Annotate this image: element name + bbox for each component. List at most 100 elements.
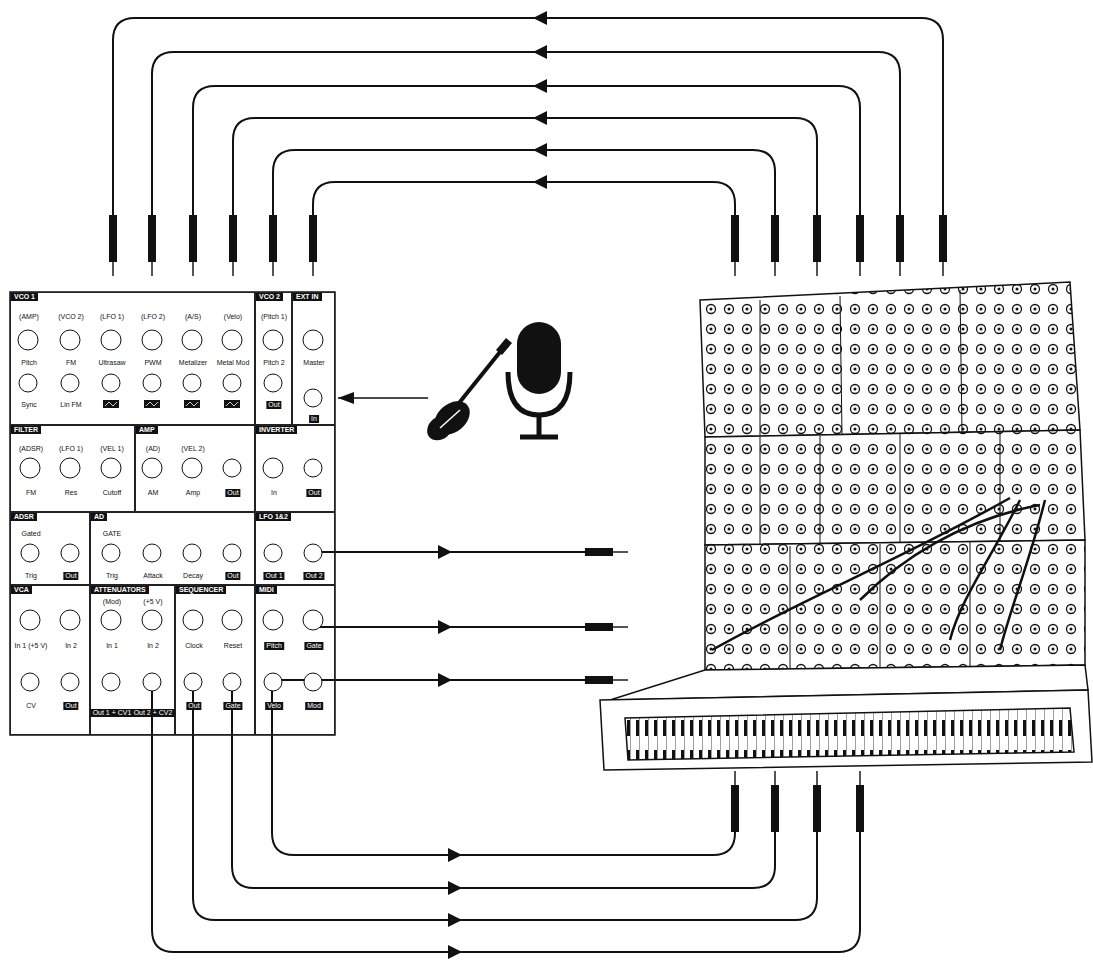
arrow-head xyxy=(533,175,547,189)
plug-tip xyxy=(151,262,153,276)
knob xyxy=(21,544,39,562)
jack-label: Out 1 xyxy=(263,572,284,580)
jack-label: Out 1 + CV1 xyxy=(91,709,134,717)
patch-cable xyxy=(232,690,775,888)
section-heading: ADSR xyxy=(11,513,37,521)
module-divider xyxy=(760,437,761,544)
knob-label: AM xyxy=(147,489,160,497)
jack-label: Out xyxy=(186,702,201,710)
knob-label: (LFO 1) xyxy=(58,445,84,453)
panel-section: INVERTERInOut xyxy=(255,425,335,512)
patch-cable xyxy=(233,118,817,215)
waveform-symbol xyxy=(144,400,160,408)
knob-label: Trig xyxy=(24,572,38,580)
waveform-symbol xyxy=(186,402,198,406)
plug-tip xyxy=(613,626,628,628)
module-divider xyxy=(970,542,971,667)
plug-tip xyxy=(942,262,944,276)
knob-label: (+5 V) xyxy=(142,598,163,606)
knob xyxy=(102,673,120,691)
knob xyxy=(263,610,283,630)
module-divider xyxy=(1000,432,1001,541)
module-divider xyxy=(960,290,962,432)
knob xyxy=(142,330,162,350)
section-heading: FILTER xyxy=(11,426,41,434)
plug xyxy=(585,548,613,556)
plug xyxy=(813,785,821,832)
knob xyxy=(102,544,120,562)
knob-label: Metal Mod xyxy=(216,359,251,367)
knob-label: (A/S) xyxy=(184,313,202,321)
arrow-head xyxy=(448,913,462,927)
knob-label: In 1 xyxy=(105,642,119,650)
panel-section: AMP(AD)(VEL 2)AMAmpOut xyxy=(135,425,255,512)
patch-cable xyxy=(113,18,943,215)
patch-cable xyxy=(152,690,860,952)
microphone-icon xyxy=(508,322,570,437)
plug-tip xyxy=(232,262,234,276)
knob xyxy=(263,458,283,478)
patch-cable xyxy=(273,150,775,215)
knobs xyxy=(18,330,323,691)
knob xyxy=(101,610,121,630)
knob xyxy=(60,330,80,350)
patch-cable xyxy=(272,690,735,855)
knob-label: In xyxy=(270,489,278,497)
knob-label: (LFO 1) xyxy=(99,313,125,321)
knob-label: Ultrasaw xyxy=(97,359,126,367)
plug-tip xyxy=(112,262,114,276)
knob-label: (VCO 2) xyxy=(57,313,85,321)
module-divider xyxy=(840,296,842,435)
knob-label: (AMP) xyxy=(18,313,40,321)
arrow-head xyxy=(533,111,547,125)
knob-label: Gated xyxy=(20,530,41,538)
knob-label: In 2 xyxy=(146,642,160,650)
panel-section: MIDIPitchGateVeloMod xyxy=(255,585,335,735)
arrow-head xyxy=(438,545,452,559)
modular-synth xyxy=(600,282,1092,770)
patch-cable xyxy=(193,86,860,215)
section-heading: VCO 1 xyxy=(11,293,38,301)
knob xyxy=(183,610,203,630)
plug xyxy=(813,215,821,262)
knob-label: (AD) xyxy=(145,445,161,453)
knob xyxy=(142,458,162,478)
plug xyxy=(269,215,277,262)
knob xyxy=(60,458,80,478)
knob-label: Trig xyxy=(105,572,119,580)
jack-label: Mod xyxy=(305,702,323,710)
knob xyxy=(143,374,161,392)
knob-label: Amp xyxy=(185,489,201,497)
knob-label: FM xyxy=(25,489,37,497)
knob xyxy=(184,673,202,691)
waveform-symbol xyxy=(146,402,158,406)
knob-label: Pitch xyxy=(20,359,38,367)
patch-cable xyxy=(152,52,900,215)
knob xyxy=(61,673,79,691)
knob xyxy=(143,673,161,691)
knob xyxy=(18,330,38,350)
plug xyxy=(731,785,739,832)
panel-section: EXT INMasterIn xyxy=(292,292,335,425)
plug xyxy=(771,215,779,262)
plug xyxy=(856,215,864,262)
plug-tip xyxy=(774,771,776,785)
arrow-head xyxy=(448,881,462,895)
knob-label: GATE xyxy=(102,530,123,538)
plug-tip xyxy=(816,262,818,276)
jack-label: Out xyxy=(306,489,321,497)
jack-label: Out xyxy=(266,401,281,409)
section-heading: ATTENUATORS xyxy=(91,586,149,594)
plug xyxy=(585,623,613,631)
knob-label: Master xyxy=(302,359,325,367)
jack-label: Out xyxy=(63,702,78,710)
knob xyxy=(263,330,283,350)
plug xyxy=(148,215,156,262)
jack-label: Out 2 + CV2 xyxy=(132,709,175,717)
section-heading: AMP xyxy=(136,426,158,434)
knob xyxy=(182,458,202,478)
waveform-symbol xyxy=(105,402,117,406)
patch-cable xyxy=(313,182,735,215)
plug xyxy=(585,676,613,684)
jack-label: Gate xyxy=(304,642,323,650)
